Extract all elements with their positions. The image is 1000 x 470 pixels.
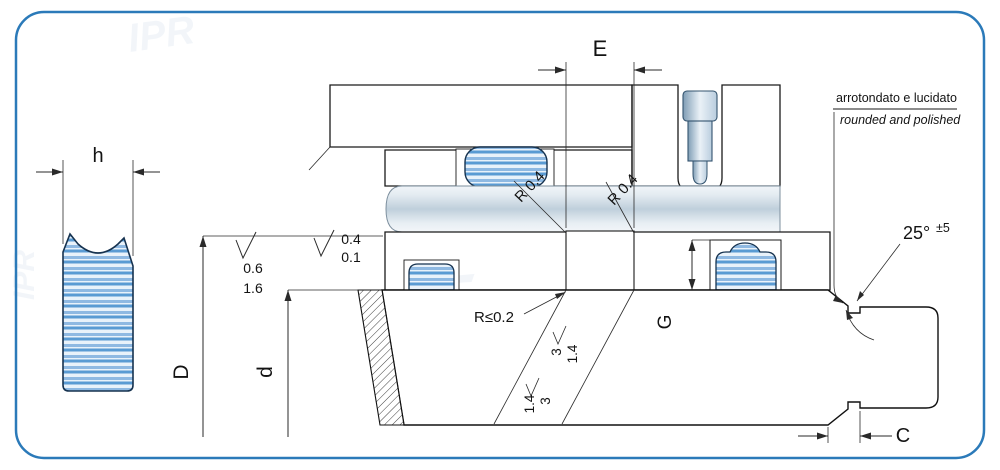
roughness-check-icon (552, 325, 567, 346)
chamfer-lower-left-value: 1.4 (522, 394, 537, 413)
chamfer-line-1 (493, 289, 567, 425)
angle-tolerance: ±5 (936, 221, 950, 235)
seal-profile-left: h (36, 145, 160, 392)
port-pin (682, 90, 718, 185)
radius-right-leader (605, 181, 635, 234)
roughness-check-icon (313, 229, 335, 258)
housing-lower-band (384, 231, 831, 291)
rod-cut-hatch (357, 289, 405, 426)
chamfer-lower-right-value: 3 (538, 397, 553, 405)
rod-diameter-dimension: d (254, 289, 358, 437)
angle-annotation: 25° ±5 (845, 221, 950, 341)
angle-leader-arrow (857, 291, 864, 301)
finish-b-top-value: 0.6 (243, 260, 263, 276)
e-arrow-right (634, 66, 645, 74)
e-arrow-left (555, 66, 566, 74)
g-arrow-top (688, 240, 696, 251)
e-dimension: E (538, 36, 662, 228)
e-label: E (593, 36, 608, 61)
housing (308, 84, 831, 291)
watermark-text: IPR (8, 250, 41, 300)
c-label: C (896, 425, 910, 447)
radius-left-leader (513, 180, 567, 234)
chamfer-upper-right-value: 1.4 (565, 344, 580, 363)
d-label: d (254, 366, 277, 378)
angle-leader (856, 243, 901, 302)
watermark-text: IPR (125, 8, 197, 61)
seal-cross-section (62, 232, 134, 392)
finish-note: arrotondato e lucidato rounded and polis… (833, 91, 961, 304)
g-dimension: G (655, 239, 712, 330)
note-text-italian: arrotondato e lucidato (836, 91, 957, 105)
e-groove (565, 230, 635, 291)
finish-b-bottom-value: 1.6 (243, 280, 263, 296)
roughness-check-icon (525, 377, 540, 398)
c-arrow-right (860, 432, 871, 440)
angle-arc-arrow (846, 310, 853, 320)
finish-a-bottom-value: 0.1 (341, 249, 361, 265)
roughness-check-icon (235, 231, 257, 260)
housing-top-block (329, 84, 633, 148)
guide-cylinder (385, 185, 781, 233)
d-cap-label: D (170, 364, 193, 379)
c-arrow-left (817, 432, 828, 440)
note-leader-arrow (833, 295, 843, 303)
g-arrow-bottom (688, 279, 696, 290)
c-dimension: C (798, 411, 910, 447)
g-label: G (655, 315, 676, 330)
chamfer-callouts: 3 1.4 1.4 3 (493, 289, 635, 425)
d-arrow (284, 290, 292, 301)
h-dimension: h (36, 145, 160, 256)
h-arrow-left (52, 168, 63, 176)
left-groove-seal (408, 263, 455, 291)
chamfer-line-2 (561, 289, 635, 425)
angle-value: 25° (903, 223, 930, 243)
h-arrow-right (133, 168, 144, 176)
finish-symbol-a: 0.4 0.1 (313, 229, 361, 265)
finish-symbol-b: 0.6 1.6 (235, 231, 263, 296)
chamfer-upper-left-value: 3 (549, 348, 564, 356)
note-text-english: rounded and polished (840, 113, 961, 127)
port-pin-body (687, 120, 713, 162)
bore-diameter-dimension: D (170, 235, 383, 437)
border-frame (14, 10, 986, 460)
radius-bottom-arrow (555, 292, 566, 299)
rod (357, 289, 939, 426)
note-leader (833, 112, 844, 304)
housing-corner-tick (308, 146, 331, 171)
radius-bottom-label: R≤0.2 (474, 309, 514, 326)
rod-body (381, 289, 939, 426)
port-pin-head (682, 90, 718, 122)
h-label: h (92, 145, 103, 167)
port-pin-stem (692, 160, 708, 185)
wiper-seal (715, 242, 777, 291)
d-cap-arrow (199, 236, 207, 247)
finish-a-top-value: 0.4 (341, 231, 361, 247)
